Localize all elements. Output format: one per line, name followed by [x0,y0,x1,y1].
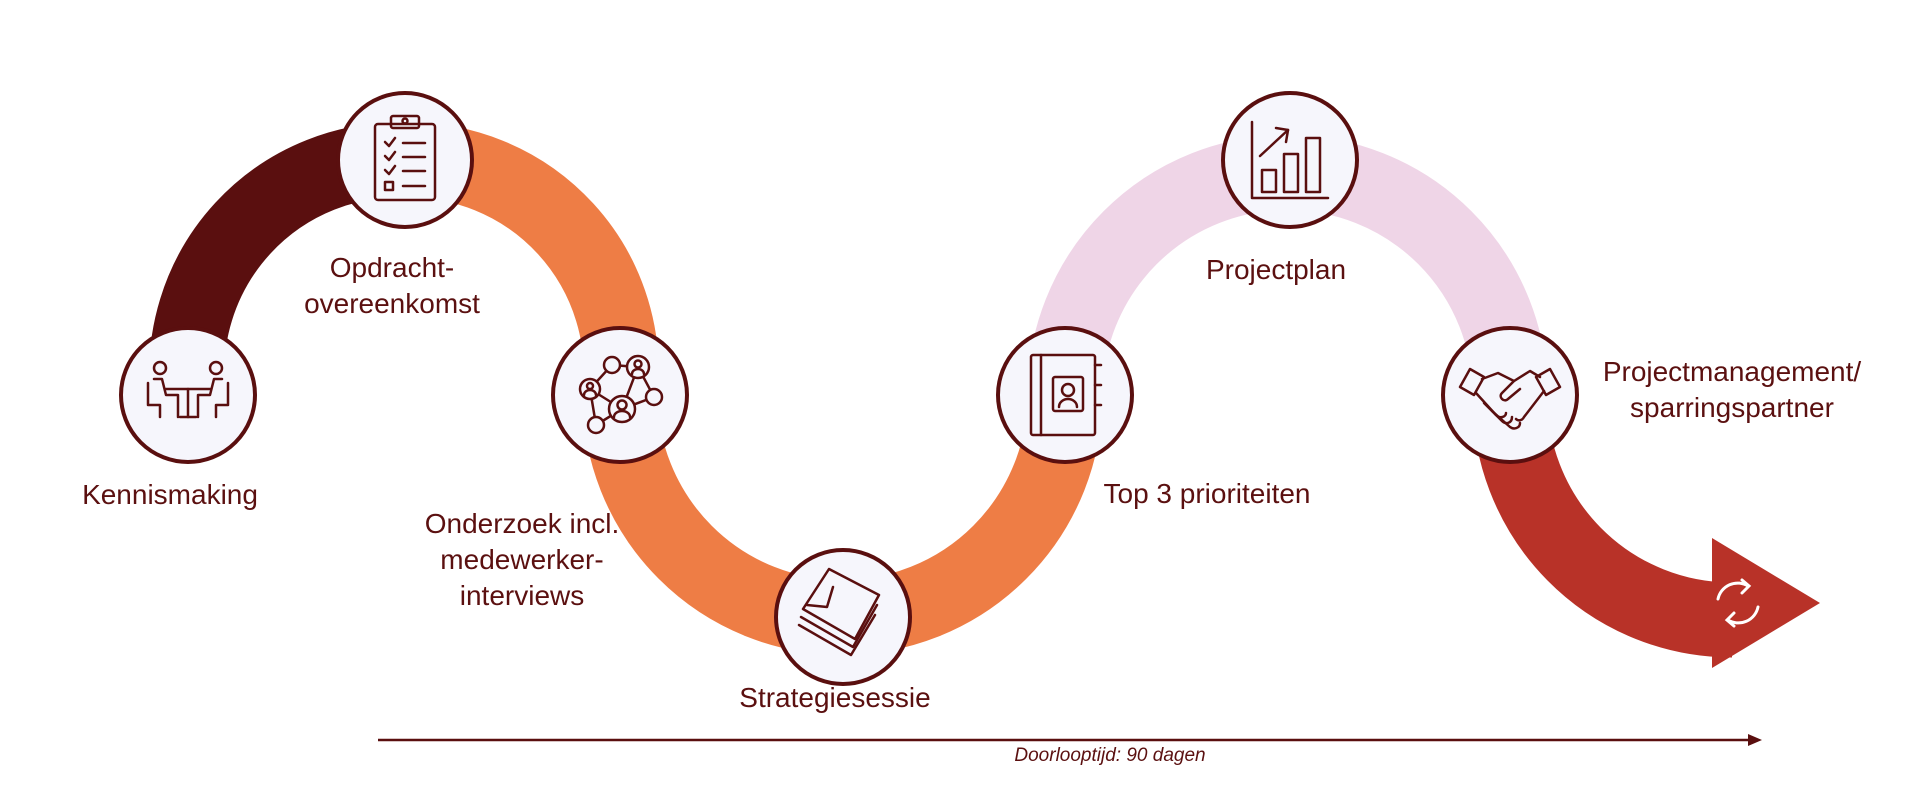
handshake-icon [1458,367,1562,430]
bar-chart-growth-icon [1250,120,1330,200]
timeline-label: Doorlooptijd: 90 dagen [1014,745,1206,766]
step-label-kennismaking: Kennismaking [82,479,258,510]
step-label-onderzoek: Onderzoek incl. medewerker- interviews [424,508,620,611]
step-label-opdrachtovereenkomst: Opdracht- overeenkomst [304,252,480,319]
step-label-projectplan: Projectplan [1205,254,1347,285]
network-people-icon [578,354,664,435]
step-circle-7 [1441,326,1579,464]
clipboard-checklist-icon [373,114,437,202]
step-label-strategiesessie: Strategiesessie [739,682,931,713]
step-circle-6 [1221,91,1359,229]
step-circle-2 [336,91,474,229]
step-label-top3: Top 3 prioriteiten [1103,478,1311,509]
timeline-arrow [378,734,1762,746]
sticky-notes-icon [797,567,881,657]
contact-book-icon [1029,353,1103,437]
step-label-projectmanagement: Projectmanagement/ sparringspartner [1602,356,1862,423]
meeting-icon [146,360,230,419]
refresh-cycle-icon [1716,578,1760,628]
end-arrow-head [1712,538,1820,668]
